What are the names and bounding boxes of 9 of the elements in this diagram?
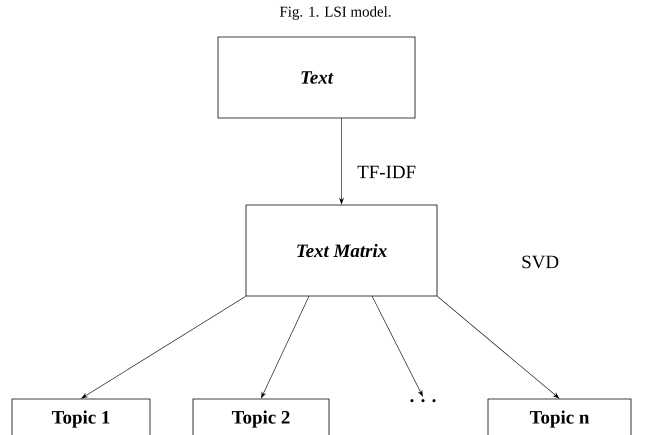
edge-label: TF-IDF [358,166,416,178]
process-box: Topic 1 [12,398,150,435]
process-box: Text [218,36,416,118]
process-box: Topic 2 [192,398,330,435]
edge-label: SVD [522,256,558,268]
process-box: Text Matrix [246,204,438,296]
ellipsis-text: · · · [410,399,436,402]
figure-title: Fig. 1. LSI model. [280,6,391,20]
process-box: Topic n [488,398,632,435]
